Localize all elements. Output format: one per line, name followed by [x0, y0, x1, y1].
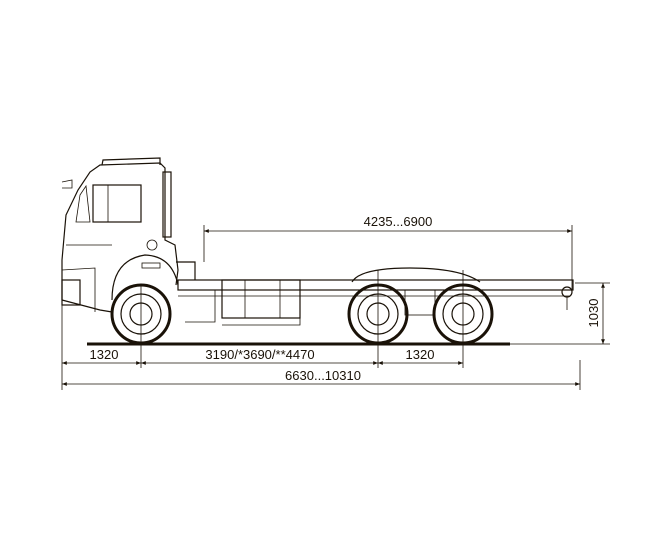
cab	[61, 157, 179, 313]
extension-lines	[61, 225, 610, 390]
rear-axle-spacing-label: 1320	[406, 347, 435, 362]
exhaust-pipe	[162, 171, 172, 238]
dimension-lines	[62, 229, 605, 386]
suspension	[404, 289, 436, 316]
side-mirror	[61, 179, 73, 189]
overall-length-label: 6630...10310	[285, 368, 361, 383]
wheelbase-label: 3190/*3690/**4470	[205, 347, 314, 362]
front-fender	[111, 254, 179, 301]
frame-length-label: 4235...6900	[364, 214, 433, 229]
front-bumper	[61, 279, 81, 306]
chassis-frame	[176, 261, 574, 326]
front-overhang-label: 1320	[90, 347, 119, 362]
cab-window	[92, 184, 142, 223]
tow-hitch	[561, 286, 573, 298]
fuel-tank	[221, 279, 301, 319]
frame-height-label: 1030	[586, 299, 601, 328]
rear-fender	[351, 267, 481, 283]
